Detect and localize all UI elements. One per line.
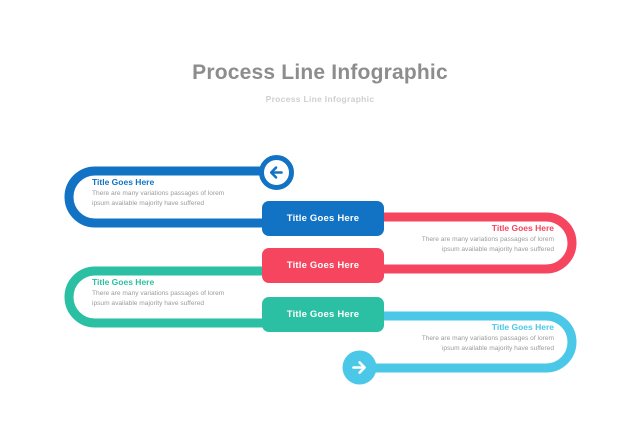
label-box-red-text: Title Goes Here	[286, 260, 360, 271]
pipe-blue	[64, 166, 294, 228]
pipe-red-body: There are many variations passages of lo…	[421, 236, 554, 253]
pipe-cyan	[367, 311, 577, 373]
label-box-teal[interactable]: Title Goes Here	[262, 297, 384, 332]
pipe-teal	[64, 266, 294, 328]
arrow-right-circle-icon[interactable]	[341, 349, 378, 386]
pipe-teal-text: Title Goes Here There are many variation…	[92, 276, 240, 318]
pipe-cyan-text: Title Goes Here There are many variation…	[406, 321, 554, 363]
pipe-blue-body: There are many variations passages of lo…	[92, 190, 225, 207]
pipe-blue-title: Title Goes Here	[92, 177, 155, 187]
pipe-red	[367, 212, 577, 274]
arrow-left-circle-icon[interactable]	[258, 154, 295, 191]
pipe-teal-title: Title Goes Here	[92, 277, 155, 287]
pipe-red-text: Title Goes Here There are many variation…	[406, 222, 554, 264]
pipe-red-title: Title Goes Here	[491, 223, 554, 233]
pipe-teal-body: There are many variations passages of lo…	[92, 290, 225, 307]
label-box-red[interactable]: Title Goes Here	[262, 248, 384, 283]
label-box-teal-text: Title Goes Here	[286, 309, 360, 320]
page-subtitle: Process Line Infographic	[265, 94, 375, 104]
pipe-blue-text: Title Goes Here There are many variation…	[92, 176, 240, 218]
header: Process Line Infographic Process Line In…	[0, 60, 640, 104]
label-box-blue-text: Title Goes Here	[286, 213, 360, 224]
pipe-cyan-body: There are many variations passages of lo…	[421, 335, 554, 352]
pipe-cyan-title: Title Goes Here	[491, 322, 554, 332]
label-box-blue[interactable]: Title Goes Here	[262, 201, 384, 236]
page-title: Process Line Infographic	[192, 61, 448, 84]
